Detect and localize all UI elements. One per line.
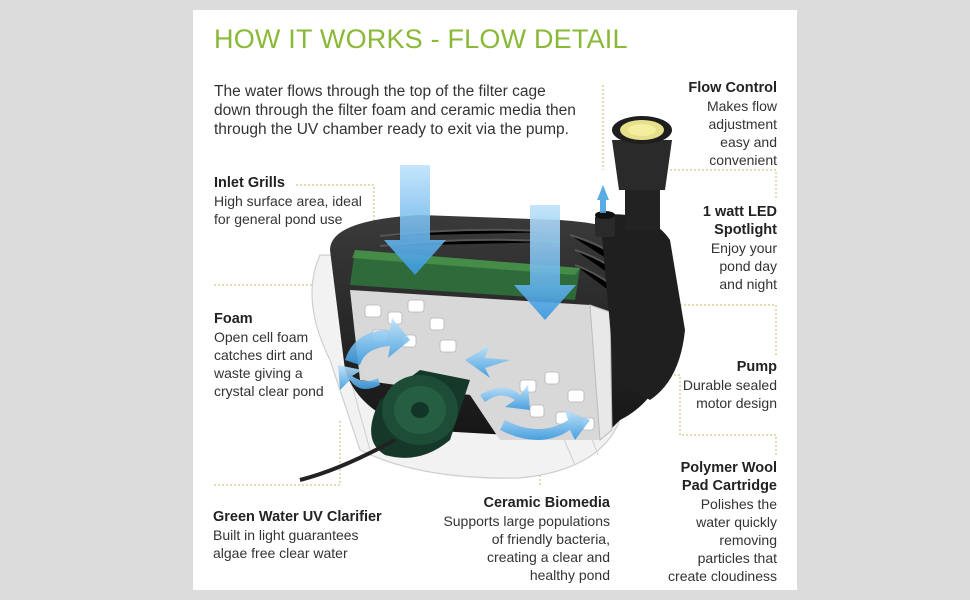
polymer-body: Polishes the water quickly removing part… — [668, 496, 777, 584]
callout-led-spotlight: 1 watt LED Spotlight Enjoy your pond day… — [697, 203, 777, 293]
flow-control-body: Makes flow adjustment easy and convenien… — [706, 98, 777, 168]
uv-body: Built in light guarantees algae free cle… — [213, 527, 359, 561]
inlet-grills-heading: Inlet Grills — [214, 175, 285, 191]
ceramic-heading: Ceramic Biomedia — [483, 495, 610, 511]
intro-text: The water flows through the top of the f… — [214, 83, 576, 138]
foam-body: Open cell foam catches dirt and waste gi… — [214, 329, 324, 399]
pump-body: Durable sealed motor design — [682, 377, 777, 411]
callout-uv-clarifier: Green Water UV Clarifier Built in light … — [213, 508, 413, 562]
callout-flow-control: Flow Control Makes flow adjustment easy … — [676, 79, 777, 169]
pump-heading: Pump — [736, 359, 777, 375]
uv-heading: Green Water UV Clarifier — [213, 509, 382, 525]
foam-heading: Foam — [214, 311, 253, 327]
callout-ceramic-biomedia: Ceramic Biomedia Supports large populati… — [440, 494, 610, 584]
led-heading: 1 watt LED Spotlight — [702, 204, 777, 238]
inlet-grills-body: High surface area, ideal for general pon… — [214, 193, 362, 227]
led-body: Enjoy your pond day and night — [710, 240, 777, 292]
callout-pump: Pump Durable sealed motor design — [680, 358, 777, 412]
ceramic-body: Supports large populations of friendly b… — [443, 513, 610, 583]
callout-inlet-grills: Inlet Grills High surface area, ideal fo… — [214, 174, 374, 228]
page-title: HOW IT WORKS - FLOW DETAIL — [214, 24, 628, 54]
callout-polymer-wool: Polymer Wool Pad Cartridge Polishes the … — [667, 459, 777, 585]
polymer-heading: Polymer Wool Pad Cartridge — [680, 460, 777, 494]
callout-foam: Foam Open cell foam catches dirt and was… — [214, 310, 344, 400]
flow-control-heading: Flow Control — [688, 80, 777, 96]
